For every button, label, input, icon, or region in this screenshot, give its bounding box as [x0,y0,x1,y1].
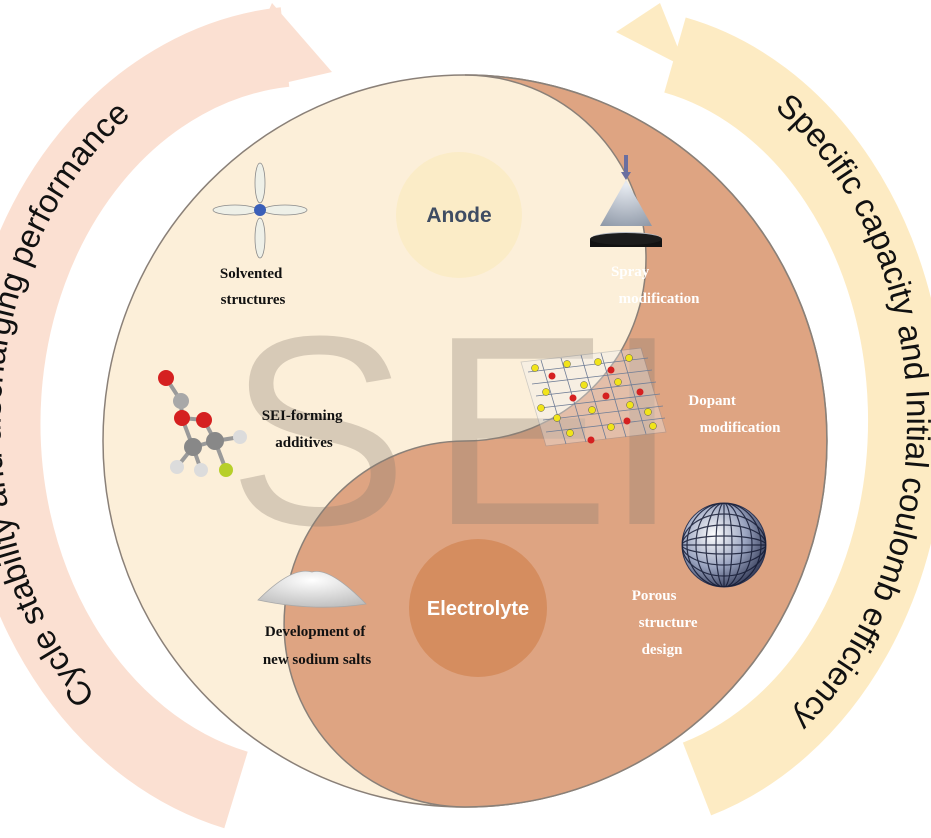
electrolyte-node: Electrolyte [409,539,547,677]
sei-watermark: S E I [228,281,680,582]
anode-label: Anode [426,204,491,227]
spray-modification-label: Spray modification [611,264,700,307]
doped-carbon-sheet-icon [520,347,667,447]
left-arrowhead [232,3,332,95]
right-arc-arrow [616,3,931,816]
left-arc-arrow [0,3,332,829]
porous-structure-label: Porous structure design [632,588,702,658]
sei-forming-additives-label: SEI-forming additives [262,408,347,451]
dopant-modification-label: Dopant modification [688,393,781,436]
porous-sphere-icon [681,502,767,588]
new-sodium-salts-label: Development of new sodium salts [263,624,372,668]
anode-node: Anode [396,152,522,278]
spray-nozzle-icon [590,155,662,247]
electrolyte-label: Electrolyte [427,598,529,620]
right-arrowhead [616,3,686,68]
additive-molecule-icon [158,370,247,477]
solvented-structures-label: Solvented structures [220,266,286,308]
watermark-s: S [228,281,408,582]
electrolyte-disc [409,539,547,677]
salt-powder-icon [257,570,367,608]
watermark-i: I [604,281,679,582]
anode-disc [396,152,522,278]
solvated-molecule-icon [212,162,308,259]
watermark-e: E [430,281,610,582]
